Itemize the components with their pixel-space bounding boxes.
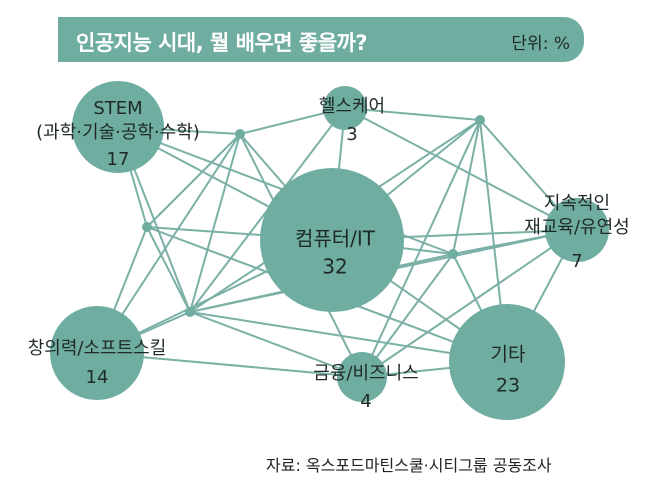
bubble-category-label: (과학·기술·공학·수학) [36,122,200,143]
bubble-value-label: 23 [496,375,520,397]
bubble [260,168,404,312]
bubble-value-label: 7 [571,251,582,272]
connection-line [361,119,481,378]
connection-line [146,226,191,313]
bubble-category-label: 금융/비즈니스 [313,363,418,384]
junction-dot [448,249,458,259]
bubble [545,198,609,262]
connection-line [344,107,578,231]
junction-dot [475,115,485,125]
source-note: 자료: 옥스포드마틴스쿨·시티그룹 공동조사 [266,456,552,475]
connection-line [146,133,241,228]
junction-dot [235,129,245,139]
bubble-category-label: 기타 [491,344,526,366]
bubble [72,81,164,173]
chart-title: 인공지능 시대, 뭘 배우면 좋을까? [76,31,368,55]
unit-label: 단위: % [511,34,570,54]
bubble-value-label: 4 [360,391,371,412]
connection-line [361,253,454,378]
connection-line [344,107,481,121]
bubble-category-label: 헬스케어 [319,96,385,117]
bubble [50,306,144,400]
bubble [337,352,387,402]
bubble-value-label: 17 [107,149,130,170]
connection-line [189,311,363,378]
connection-line [189,133,241,313]
bubble-category-label: 재교육/유연성 [524,217,629,238]
chart-title-bar: 인공지능 시대, 뭘 배우면 좋을까? 단위: % [58,17,584,62]
junction-dot [185,307,195,317]
bubble-category-label: 컴퓨터/IT [295,227,376,251]
bubble-value-label: 14 [86,367,109,388]
bubble-value-label: 32 [322,255,347,279]
junction-dots [142,115,485,317]
bubble-category-label: STEM [93,98,142,119]
connection-line [361,229,578,378]
bubble-category-label: 지속적인 [544,193,610,214]
bubble [449,304,565,420]
bubble [323,86,367,130]
bubble-category-label: 창의력/소프트스킬 [28,338,167,359]
bubbles [50,81,609,420]
junction-dot [142,222,152,232]
bubble-value-label: 3 [346,124,357,145]
connection-line [452,119,481,255]
